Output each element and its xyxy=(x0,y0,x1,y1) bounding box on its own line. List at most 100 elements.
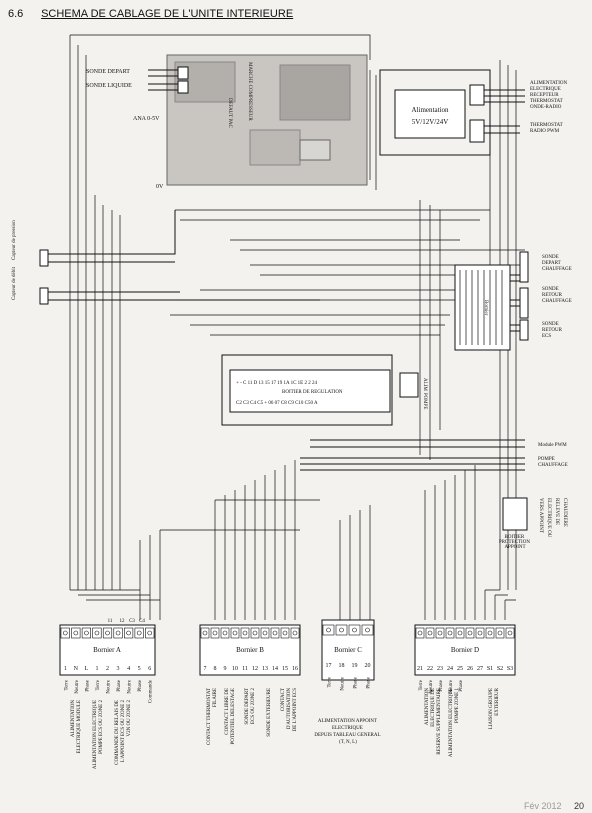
conductor-label: Phase xyxy=(367,676,372,688)
terminal-screw-head xyxy=(282,630,288,636)
terminal-screw xyxy=(505,627,515,639)
relais-appoint xyxy=(502,497,528,531)
pwm-wires xyxy=(300,439,525,471)
terminal-screw-head xyxy=(417,630,423,636)
legend-text: LIAISON GROUPE xyxy=(489,688,494,729)
terminal-number: 22 xyxy=(427,666,433,672)
conductor-label: Terre xyxy=(419,679,424,690)
sonde-depart-chauffage-label: SONDE DEPART CHAUFFAGE xyxy=(542,255,572,272)
bornier-a-title: Bornier A xyxy=(93,646,121,654)
terminal-screw xyxy=(455,627,465,639)
sensor-wires xyxy=(148,69,180,91)
legend-text: D'AUTORISATION xyxy=(287,688,292,729)
legend-text: ALIMENTATION ELECTRIQUE xyxy=(449,688,454,757)
terminal-screw-head xyxy=(105,630,110,636)
terminal-screw-head xyxy=(232,630,238,636)
terminal-number: 7 xyxy=(204,666,207,672)
legend-text: COMMANDE DU RELAIS DE xyxy=(115,700,120,765)
sonde-retour-chauffage xyxy=(519,287,529,319)
legend-text: ELECTRIQUE DE xyxy=(431,688,436,727)
terminal-screw xyxy=(200,627,210,639)
sonde-depart-chauffage xyxy=(519,251,529,283)
terminal-screw xyxy=(465,627,475,639)
legend-text: RESERVE SUPPLEMENTAIRE xyxy=(437,688,442,755)
conductor-label: Neutre xyxy=(449,679,454,693)
terminal-screw xyxy=(475,627,485,639)
top-number: C4 xyxy=(139,619,145,624)
conductor-label: Phase xyxy=(439,679,444,691)
terminal-number: 19 xyxy=(352,663,358,669)
legend-text: L'APPOINT ECS OU ZONE 2 xyxy=(121,700,126,763)
legend-text: ALIMENTATION ELECTRIQUE xyxy=(93,700,98,769)
alimentation-box xyxy=(394,89,466,139)
bornier-mid-terminals xyxy=(459,270,503,345)
pcb-relay xyxy=(299,139,331,161)
terminal-screw xyxy=(145,627,155,639)
terminal-number: 4 xyxy=(127,666,130,672)
flow-sensor-label: Capteur de débit xyxy=(12,266,17,300)
terminal-number: 15 xyxy=(282,666,288,672)
terminal-number: 25 xyxy=(457,666,463,672)
terminal-screw xyxy=(495,627,505,639)
terminal-screw xyxy=(361,624,374,636)
legend-text: DE L'APPOINT ECS xyxy=(293,688,298,732)
relais-side-label-4: CHAUDIERE xyxy=(562,498,567,527)
terminal-screw xyxy=(435,627,445,639)
legend-text: FILAIRE xyxy=(213,688,218,707)
legend-text: ALIMENTATION xyxy=(71,700,76,737)
alim-connector-bottom xyxy=(469,119,485,143)
terminal-screw-head xyxy=(467,630,473,636)
terminal-screw-head xyxy=(447,630,453,636)
terminal-screw xyxy=(124,627,134,639)
regulation-top-row: + - C 11 D 13 15 17 19 1A 1C 1E 2 2 24 xyxy=(236,381,317,386)
marche-compresseur-label: MARCHE COMPRESSEUR xyxy=(247,62,252,121)
terminal-screw-head xyxy=(126,630,131,636)
module-pwm-label: Module PWM xyxy=(538,443,567,448)
relais-side-label: VERS APPOINT xyxy=(538,498,543,533)
sonde-depart-label: SONDE DEPART xyxy=(86,69,130,75)
terminal-screw xyxy=(92,627,102,639)
legend-text: ELECTRIQUE MODULE xyxy=(77,700,82,753)
pressure-sensor-label: Capteur de pression xyxy=(12,220,17,260)
terminal-screw-head xyxy=(115,630,121,636)
terminal-number: 27 xyxy=(477,666,483,672)
terminal-number: 18 xyxy=(339,663,345,669)
terminal-screw xyxy=(113,627,123,639)
terminal-screw xyxy=(230,627,240,639)
sonde-depart-connector xyxy=(177,66,189,80)
terminal-number: 17 xyxy=(326,663,332,669)
terminal-screw-head xyxy=(427,630,433,636)
regulation-frame xyxy=(221,354,393,426)
terminal-screw-head xyxy=(94,630,100,636)
legend-text: ECS OU ZONE 2 xyxy=(251,688,256,724)
alim-connector-top xyxy=(469,84,485,106)
terminal-screw-head xyxy=(212,630,218,636)
terminal-number: 10 xyxy=(232,666,238,672)
bornier-a-terminals xyxy=(60,627,155,639)
terminal-number: 11 xyxy=(242,666,248,672)
terminal-number: 20 xyxy=(365,663,371,669)
terminal-number: 2 xyxy=(106,666,109,672)
alim-wires xyxy=(484,89,525,134)
conductor-label: Phase xyxy=(117,679,122,691)
conductor-label: Terre xyxy=(96,679,101,690)
regulation-box xyxy=(229,369,391,413)
pressure-sensor xyxy=(39,249,49,267)
terminal-number: 5 xyxy=(138,666,141,672)
sonde-retour-ecs-label: SONDE RETOUR ECS xyxy=(542,322,563,339)
terminal-screw xyxy=(71,627,81,639)
terminal-screw xyxy=(240,627,250,639)
legend-text: POTENTIEL DELESTAGE xyxy=(231,688,236,745)
pcb-component xyxy=(279,64,351,121)
regulation-title: BOITIER DE REGULATION xyxy=(282,390,343,395)
regulation-bottom-row: C2 C3 C4 C5 + 06 07 C8 C9 C10 C50 A xyxy=(236,401,318,406)
terminal-screw-head xyxy=(147,630,153,636)
bornier-d-terminals xyxy=(415,627,515,639)
